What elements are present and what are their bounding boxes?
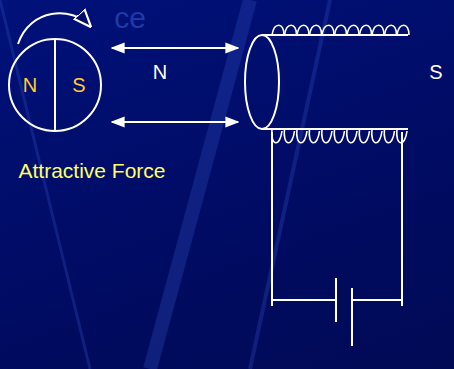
pole-label: S: [429, 62, 442, 82]
magnet-outline: [8, 38, 102, 132]
solenoid-core: [245, 35, 408, 129]
pole-label: S: [72, 75, 85, 95]
watermark-streaks: [0, 0, 330, 369]
watermark: ce: [114, 3, 146, 33]
coil-windings: [272, 25, 409, 143]
pole-label: N: [23, 75, 37, 95]
magnet-disc: NS: [8, 38, 102, 132]
force-arrow-top: [112, 47, 238, 49]
force-arrow-bottom: [112, 121, 238, 123]
pole-label: N: [153, 62, 167, 82]
battery-symbol: [336, 278, 352, 346]
caption-text: Attractive Force: [18, 160, 165, 181]
